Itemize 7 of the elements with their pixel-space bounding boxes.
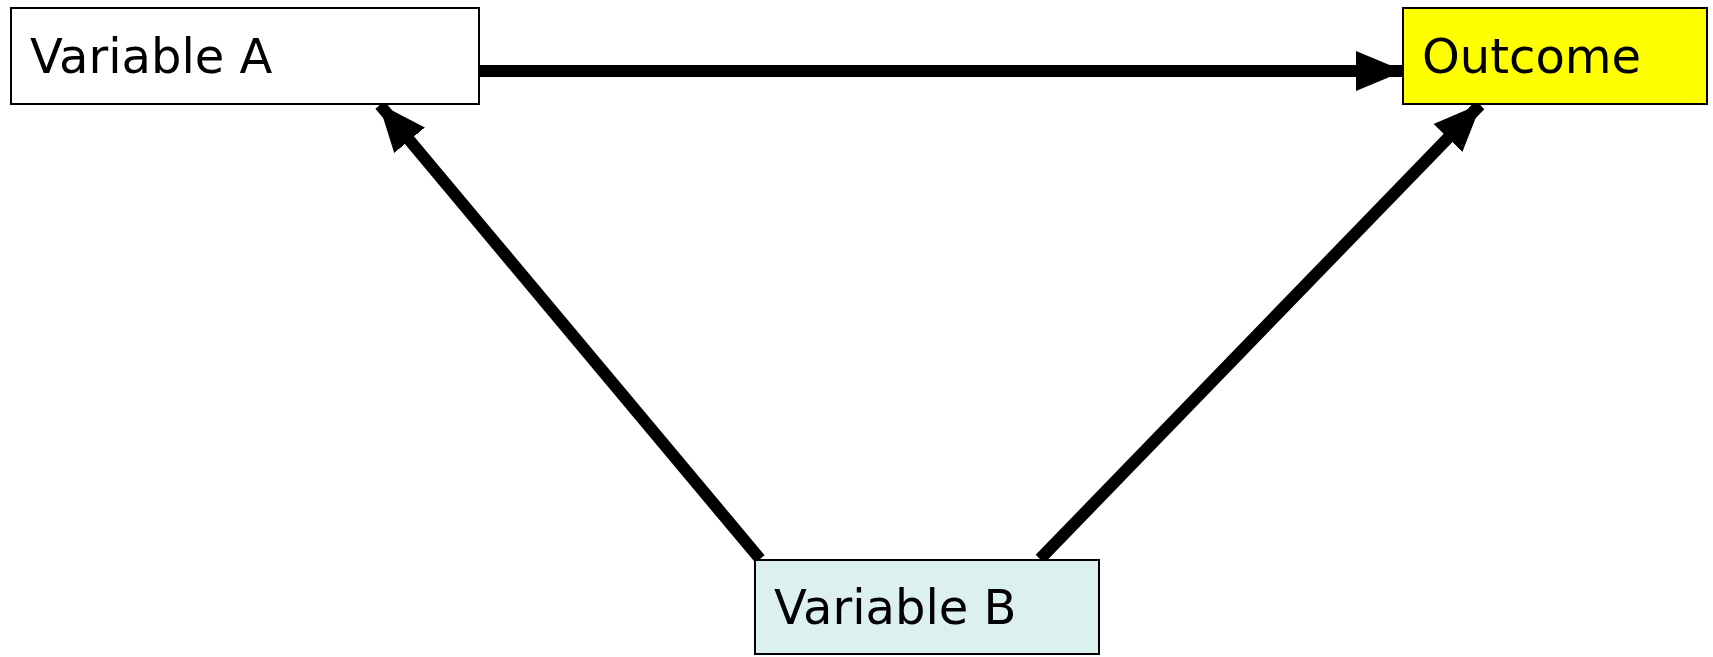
arrow	[480, 51, 1404, 91]
node-label: Variable A	[30, 28, 273, 84]
variable-box	[754, 559, 1100, 655]
outcome-box	[1402, 7, 1708, 105]
node-label: Variable B	[774, 579, 1017, 635]
node-label: Outcome	[1422, 28, 1642, 84]
variable-box	[10, 7, 480, 105]
